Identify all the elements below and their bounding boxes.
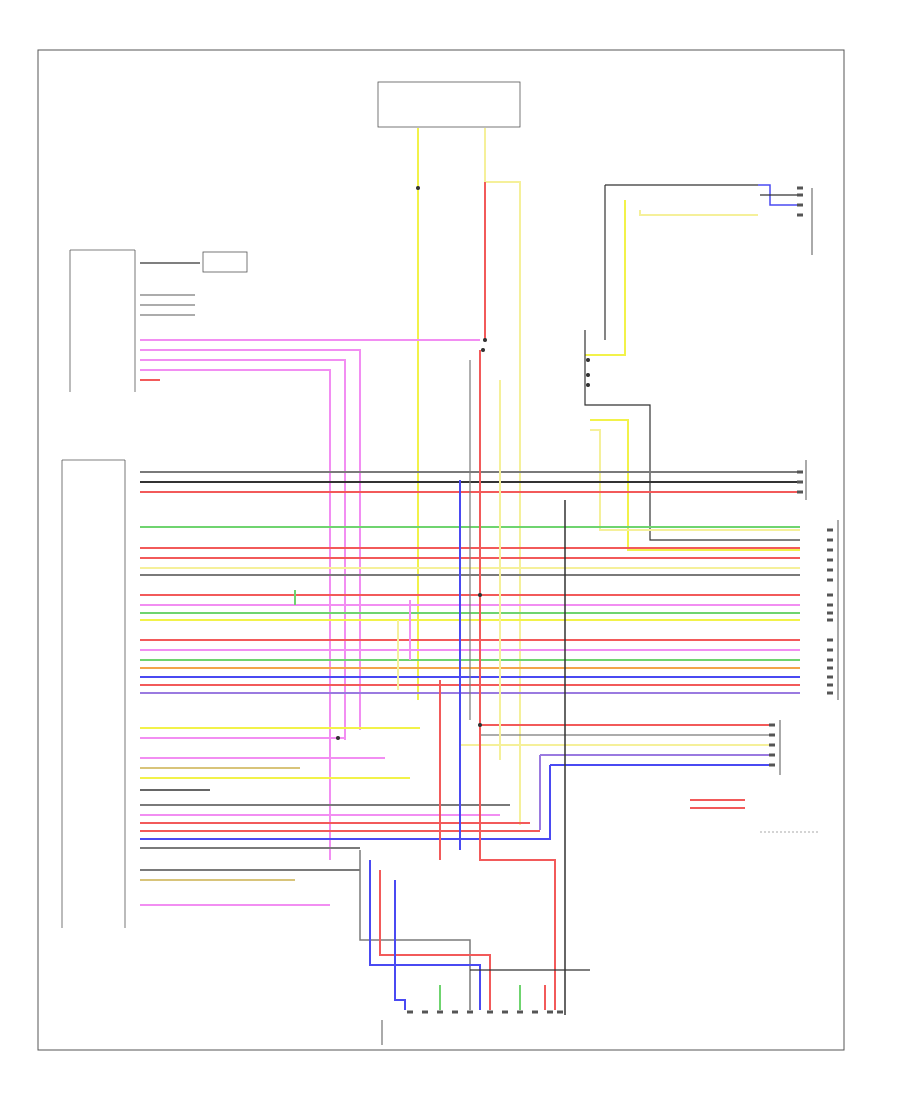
- splice-node-5: [478, 723, 482, 727]
- splice-node-2: [416, 186, 420, 190]
- splice-node-8: [586, 373, 590, 377]
- wire-top-right-yellow: [585, 200, 626, 356]
- terminal-top-right-4: [797, 213, 803, 217]
- terminal-right-c-3: [769, 743, 775, 747]
- wire-top-right-ltyellow: [639, 210, 758, 216]
- terminal-right-b-10: [827, 618, 833, 622]
- terminal-right-c-4: [769, 753, 775, 757]
- terminal-right-b-4: [827, 558, 833, 562]
- splice-node-7: [586, 358, 590, 362]
- terminal-right-b-16: [827, 683, 833, 687]
- splice-node-9: [586, 383, 590, 387]
- terminal-bottom-11: [557, 1010, 563, 1014]
- wire-lt-pink-2: [140, 349, 361, 730]
- terminal-bottom-10: [547, 1010, 553, 1014]
- splice-node-6: [481, 348, 485, 352]
- terminal-bottom-4: [452, 1010, 458, 1014]
- terminal-right-b-11: [827, 638, 833, 642]
- terminal-bottom-7: [502, 1010, 508, 1014]
- terminal-right-b-14: [827, 666, 833, 670]
- wire-bottom-blue-2: [394, 880, 406, 1010]
- terminal-right-b-13: [827, 658, 833, 662]
- terminal-right-b-17: [827, 691, 833, 695]
- top-module-box: [377, 81, 521, 128]
- terminal-right-b-3: [827, 548, 833, 552]
- wire-yellow-trunk: [484, 128, 521, 825]
- small-relay-box: [202, 251, 248, 273]
- terminal-right-c-5: [769, 763, 775, 767]
- wire-mid-red-down: [479, 350, 556, 1010]
- terminal-right-b-9: [827, 611, 833, 615]
- nodes-group: [336, 186, 590, 740]
- wire-lt-pink-3: [140, 359, 346, 740]
- terminal-right-b-8: [827, 603, 833, 607]
- terminal-bottom-8: [517, 1010, 523, 1014]
- terminal-right-b-7: [827, 593, 833, 597]
- terminal-right-b-12: [827, 648, 833, 652]
- wire-mid-right-ltyellow: [590, 429, 800, 531]
- terminal-bottom-2: [422, 1010, 428, 1014]
- terminal-bottom-3: [437, 1010, 443, 1014]
- diagram-border: [37, 49, 845, 1051]
- wire-lt-pink-4: [140, 369, 331, 860]
- wire-bottom-gray: [359, 850, 471, 1010]
- splice-node-3: [336, 736, 340, 740]
- terminal-right-b-15: [827, 675, 833, 679]
- terminal-bottom-9: [532, 1010, 538, 1014]
- terminal-right-b-1: [827, 528, 833, 532]
- terminal-bottom-5: [467, 1010, 473, 1014]
- terminal-right-a-2: [797, 480, 803, 484]
- wire-bottom-blue: [369, 860, 481, 1010]
- labels-group: [407, 186, 833, 1014]
- terminal-right-b-6: [827, 578, 833, 582]
- terminal-top-right-2: [797, 193, 803, 197]
- wire-mid-right-dark: [584, 330, 800, 541]
- terminal-right-c-2: [769, 733, 775, 737]
- terminal-right-a-3: [797, 490, 803, 494]
- wires-group: [140, 128, 800, 1015]
- splice-node-1: [483, 338, 487, 342]
- splice-node-4: [478, 593, 482, 597]
- terminal-right-c-1: [769, 723, 775, 727]
- terminal-right-b-5: [827, 568, 833, 572]
- terminal-right-a-1: [797, 470, 803, 474]
- wire-bottom-red: [379, 870, 491, 1010]
- terminal-bottom-6: [487, 1010, 493, 1014]
- terminal-top-right-1: [797, 186, 803, 190]
- terminal-top-right-3: [797, 203, 803, 207]
- wire-mid-right-yellow: [590, 419, 800, 551]
- terminal-right-b-2: [827, 538, 833, 542]
- terminal-bottom-1: [407, 1010, 413, 1014]
